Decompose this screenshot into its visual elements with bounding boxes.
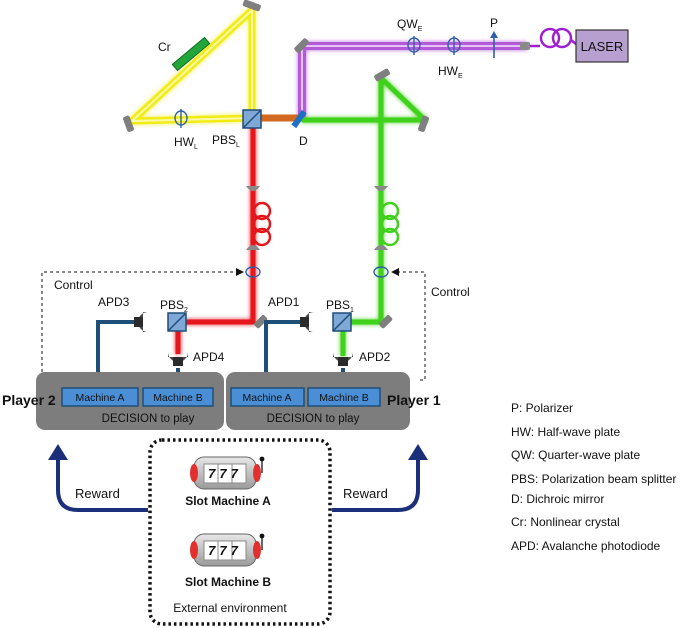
svg-text:DECISION to play: DECISION to play	[267, 413, 360, 425]
waveplate-icons	[174, 36, 461, 278]
external-environment-box	[148, 438, 332, 626]
mirrors	[123, 0, 429, 329]
dichroic-mirror	[291, 109, 307, 129]
legend: P: Polarizer HW: Half-wave plate QW: Qua…	[511, 401, 676, 553]
apd1-label: APD1	[268, 295, 300, 309]
legend-item: P: Polarizer	[511, 401, 573, 415]
qw-e-label: QWE	[397, 17, 423, 33]
hw-e-label: HWE	[438, 64, 463, 80]
pbs2-cube	[167, 312, 187, 332]
laser-box: LASER	[575, 29, 629, 63]
control-right-label: Control	[431, 285, 470, 299]
hw-l-label: HWL	[174, 135, 198, 151]
apd3-detector	[134, 312, 148, 332]
slot-machine-b-icon: 777	[190, 533, 265, 567]
svg-text:Machine B: Machine B	[153, 392, 203, 404]
nonlinear-crystal	[171, 36, 211, 72]
green-beam	[302, 75, 428, 356]
reward-arrow-left	[48, 444, 148, 512]
player-2-machine-a	[61, 387, 139, 407]
control-left-label: Control	[54, 278, 93, 292]
player-1-machine-a	[230, 387, 305, 407]
polarizer-icon	[490, 31, 498, 58]
external-environment-label: External environment	[173, 601, 287, 615]
player-2-panel: Machine A Machine B DECISION to play	[36, 372, 224, 430]
apd4-label: APD4	[193, 350, 225, 364]
slot-machine-b-label: Slot Machine B	[185, 575, 271, 589]
slot-machine-a-icon: 777	[190, 456, 265, 490]
reward-left-label: Reward	[75, 486, 120, 501]
svg-text:LASER: LASER	[581, 39, 624, 54]
pbs2-label: PBS2	[160, 298, 188, 314]
legend-item: APD: Avalanche photodiode	[511, 539, 661, 553]
control-feedback-right	[391, 268, 426, 381]
legend-item: PBS: Polarization beam splitter	[511, 472, 676, 486]
apd3-label: APD3	[98, 295, 130, 309]
player-1-machine-b	[307, 387, 381, 407]
apd1-detector	[300, 312, 314, 332]
fiber-couplers	[246, 42, 530, 250]
player-1-name: Player 1	[387, 392, 441, 408]
laser-fiber-coil	[527, 27, 577, 49]
pbs-l-label: PBSL	[212, 133, 240, 149]
green-fiber-coil	[380, 201, 400, 247]
slot-machine-a-label: Slot Machine A	[185, 494, 271, 508]
polarizer-label: P	[490, 16, 498, 30]
pbs1-label: PBS1	[326, 298, 354, 314]
player-2-name: Player 2	[2, 392, 56, 408]
pbs1-cube	[332, 312, 352, 332]
svg-text:777: 777	[208, 466, 242, 481]
reward-arrow-right	[332, 444, 428, 512]
svg-text:DECISION to play: DECISION to play	[102, 413, 195, 425]
player-1-panel: Machine A Machine B DECISION to play	[226, 372, 410, 430]
red-fiber-coil	[252, 201, 272, 247]
apd4-detector	[168, 352, 188, 366]
legend-item: QW: Quarter-wave plate	[511, 448, 640, 462]
apd2-detector	[333, 352, 353, 366]
svg-text:Machine B: Machine B	[319, 392, 369, 404]
legend-item: Cr: Nonlinear crystal	[511, 515, 620, 529]
sagnac-loop-beam	[128, 6, 256, 125]
dichroic-label: D	[299, 134, 308, 148]
player-2-machine-b	[142, 387, 214, 407]
pbs-l-cube	[242, 109, 262, 129]
apd2-label: APD2	[359, 350, 391, 364]
red-beam	[175, 124, 256, 354]
svg-text:Machine A: Machine A	[75, 392, 124, 404]
reward-right-label: Reward	[343, 486, 388, 501]
svg-text:777: 777	[208, 543, 242, 558]
svg-text:Machine A: Machine A	[242, 392, 291, 404]
legend-item: D: Dichroic mirror	[511, 492, 604, 506]
legend-item: HW: Half-wave plate	[511, 425, 620, 439]
cr-label: Cr	[158, 40, 171, 54]
